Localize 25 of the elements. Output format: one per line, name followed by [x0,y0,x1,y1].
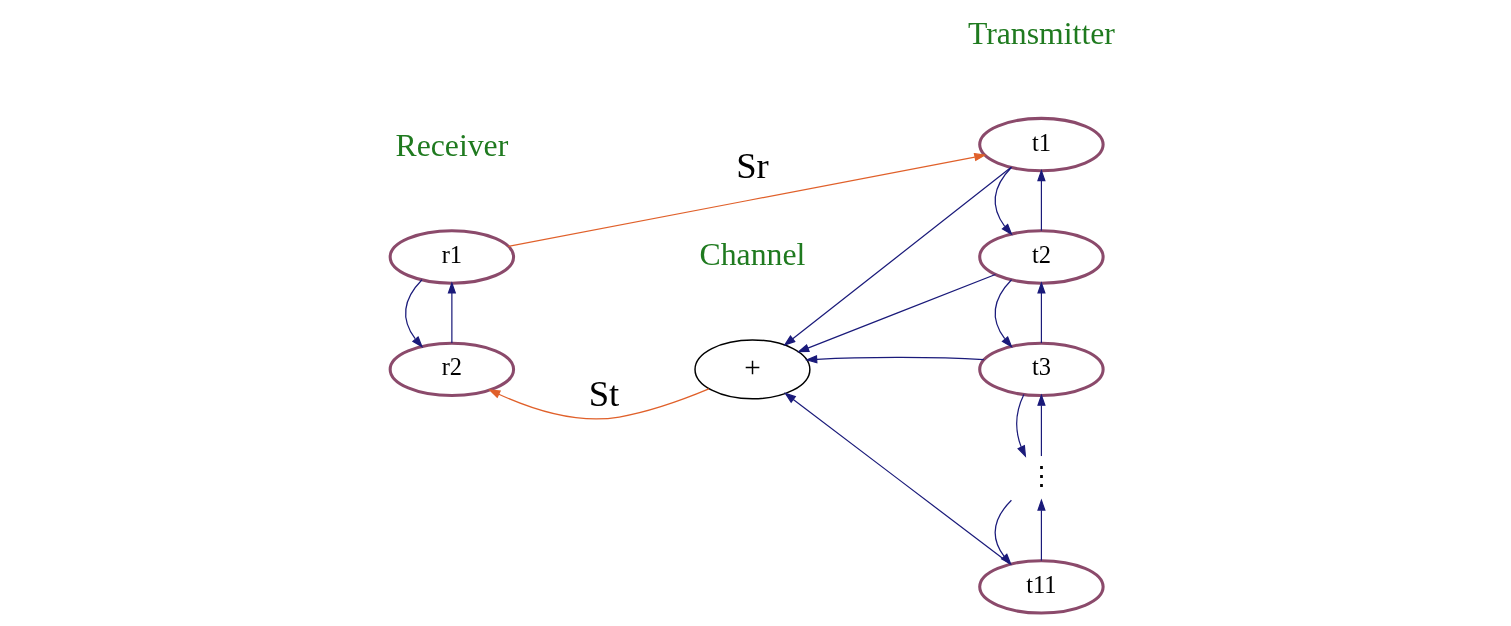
arrow [805,355,985,364]
arrow [1037,281,1046,344]
arrow [783,166,1012,347]
node-ellipse: t11 [978,559,1105,615]
node-ellipse: t2 [978,229,1105,285]
arrow [994,166,1013,236]
arrow [1037,393,1046,457]
arrow [447,281,457,344]
arrow [797,273,996,353]
label: Channel [699,236,806,272]
arrow [1016,393,1027,458]
arrow [488,388,710,420]
node-ellipse: r1 [388,229,516,285]
arrow [405,279,424,348]
arrow [1037,498,1046,562]
arrow [994,279,1013,348]
node-ellipse: t1 [978,116,1105,173]
node-text: ⋮ [1027,460,1055,491]
label: Transmitter [967,15,1115,51]
edge-label: St [588,373,620,415]
arrow [1037,168,1046,232]
node-ellipse: t3 [978,341,1105,398]
edge-label: Sr [736,144,769,186]
label: Receiver [395,127,509,163]
arrow [507,152,987,247]
